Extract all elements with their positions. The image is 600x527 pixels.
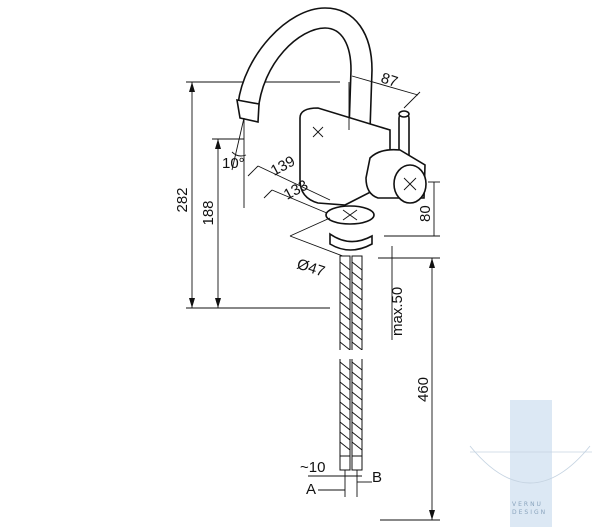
label-height-spout: 188 [200,200,217,225]
label-counter-max: max.50 [389,287,406,336]
label-reach-spout: 139 [268,153,298,180]
watermark-logo: VERNU DESIGN [469,400,592,527]
label-height-total: 282 [174,187,191,212]
label-angle: 10° [222,155,245,172]
label-depth: 87 [379,70,400,91]
watermark-line2: DESIGN [512,509,547,516]
dimension-base-height: 80 [384,181,440,237]
faucet-spout [237,7,373,131]
dimension-counter-max: max.50 [378,246,412,340]
supply-hoses [338,255,364,497]
dimension-height-spout: 188 [200,138,244,308]
connection-labels: A B [306,469,382,498]
dimension-base-diameter: Ø47 [289,217,349,281]
label-connection-b: B [372,469,382,486]
spout-tip [236,99,260,123]
dimension-depth: 87 [348,70,421,130]
dimension-hose-length: 460 [380,257,440,521]
label-base-height: 80 [417,205,434,222]
label-pipe-size: ~10 [300,459,325,476]
label-connection-a: A [306,481,316,498]
dimension-pipe-size: ~10 [300,459,362,477]
label-base-diameter: Ø47 [295,256,327,281]
counter-flange [329,232,373,251]
watermark-line1: VERNU [512,501,543,508]
label-hose-length: 460 [415,377,432,402]
dimension-angle: 10° [222,117,247,208]
